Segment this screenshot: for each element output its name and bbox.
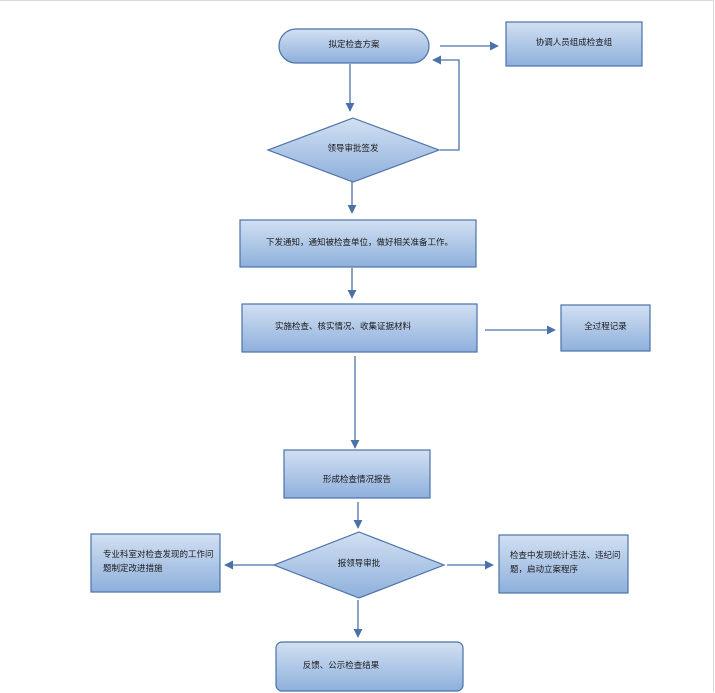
implement-node: 实施检查、核实情况、收集证据材料 bbox=[275, 322, 412, 333]
leader-approval-node: 领导审批签发 bbox=[327, 144, 379, 155]
submit-approval-node: 报领导审批 bbox=[337, 559, 381, 570]
rectification-node: 专业科室对检查发现的工作问题制定改进措施 bbox=[103, 550, 214, 574]
violations-box-shape bbox=[498, 534, 629, 594]
report-node: 形成检查情况报告 bbox=[322, 475, 391, 486]
record-box-shape bbox=[560, 304, 651, 352]
approval-decision-shape bbox=[266, 117, 441, 183]
feedback-node: 反馈、公示检查结果 bbox=[302, 660, 380, 671]
arrow-approval-loopback bbox=[432, 55, 460, 151]
report-box-shape bbox=[283, 449, 431, 499]
coordinate-box-shape bbox=[505, 21, 643, 67]
start-terminal-shape bbox=[278, 28, 430, 64]
submit-decision-shape bbox=[272, 531, 446, 599]
rectification-box-shape bbox=[90, 533, 221, 593]
feedback-box-shape bbox=[275, 641, 464, 692]
implement-box-shape bbox=[241, 303, 478, 353]
coordinate-node: 协调人员组成检查组 bbox=[535, 38, 613, 49]
full-record-node: 全过程记录 bbox=[584, 322, 627, 333]
violations-node: 检查中发现统计违法、违纪问题，启动立案程序 bbox=[510, 551, 621, 575]
notify-node: 下发通知，通知被检查单位，做好相关准备工作。 bbox=[266, 237, 454, 248]
start-node: 拟定检查方案 bbox=[328, 40, 380, 51]
notify-box-shape bbox=[239, 219, 477, 268]
